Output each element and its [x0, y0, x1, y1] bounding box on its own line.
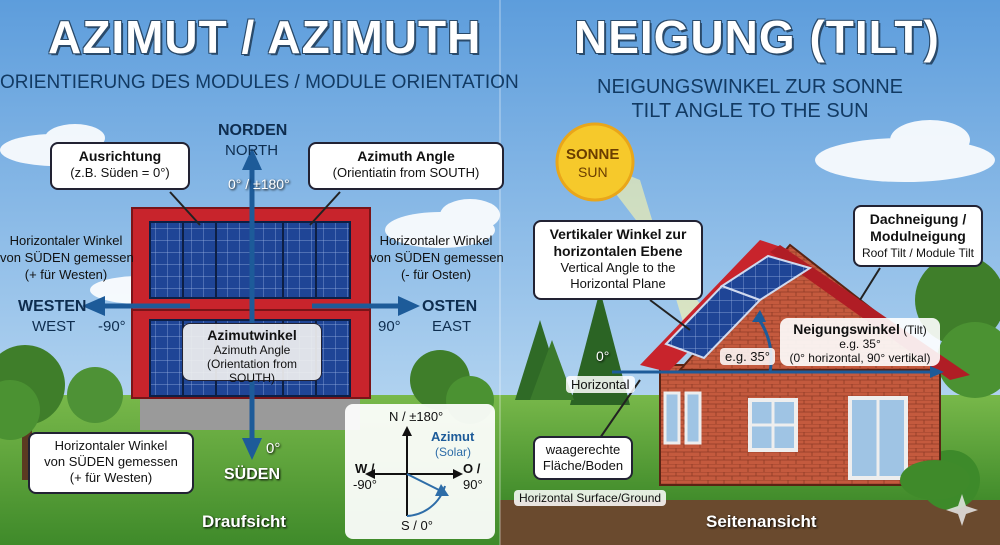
horizontal-tag: Horizontal — [566, 376, 635, 393]
compass-w: W / — [355, 461, 375, 476]
west-label: WESTEN — [18, 298, 87, 315]
zero-angle: 0° — [596, 348, 610, 364]
compass-o: O / — [463, 461, 481, 476]
north-label-en: NORTH — [225, 142, 279, 159]
north-angle: 0° / ±180° — [228, 176, 290, 192]
east-label-en: EAST — [432, 318, 472, 335]
south-label: SÜDEN — [224, 466, 281, 483]
compass-n: N / ±180° — [389, 409, 444, 424]
surface-en-tag: Horizontal Surface/Ground — [514, 490, 667, 506]
sun-label: SONNE — [566, 146, 620, 163]
north-label: NORDEN — [218, 122, 288, 139]
compass-solar: (Solar) — [435, 445, 472, 459]
compass-w-deg: -90° — [353, 477, 377, 492]
east-label: OSTEN — [422, 298, 478, 315]
callout-ausrichtung: Ausrichtung(z.B. Süden = 0°) — [50, 142, 190, 190]
footer-draufsicht: Draufsicht — [202, 512, 287, 531]
tilt-subtitle-2: TILT ANGLE TO THE SUN — [631, 100, 869, 122]
azimuth-subtitle: ORIENTIERUNG DES MODULES / MODULE ORIENT… — [0, 72, 519, 93]
compass-azimut: Azimut — [431, 429, 475, 444]
callout-tilt-angle: Neigungswinkel (Tilt) e.g. 35°(0° horizo… — [780, 318, 940, 366]
compass-s: S / 0° — [401, 518, 433, 533]
east-angle: 90° — [378, 318, 401, 335]
tilt-subtitle-1: NEIGUNGSWINKEL ZUR SONNE — [597, 76, 903, 98]
axis-arrows — [82, 148, 420, 460]
callout-azimuth-angle: Azimuth Angle(Orientiatin from SOUTH) — [308, 142, 504, 190]
panel-divider — [499, 0, 501, 545]
compass-o-deg: 90° — [463, 477, 483, 492]
south-angle: 0° — [266, 440, 281, 457]
sun — [555, 122, 635, 202]
compass-box: N / ±180° S / 0° W / -90° O / 90° Azimut… — [345, 404, 495, 539]
tilt-title: NEIGUNG (TILT) — [574, 11, 940, 63]
azimuth-title: AZIMUT / AZIMUTH — [48, 11, 482, 63]
west-label-en: WEST — [32, 318, 76, 335]
angle-tag: e.g. 35° — [720, 348, 775, 365]
sun-label-en: SUN — [578, 164, 608, 180]
west-angle: -90° — [98, 318, 126, 335]
tilt-arrows — [612, 310, 944, 378]
footer-seitenansicht: Seitenansicht — [706, 512, 817, 531]
compass-arrows — [365, 426, 463, 517]
